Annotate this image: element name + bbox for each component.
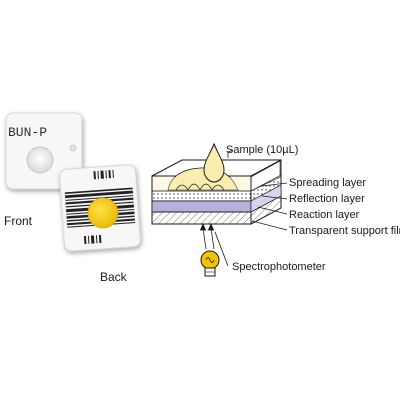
reflection-layer xyxy=(151,190,252,202)
reaction-layer xyxy=(151,200,252,213)
layer-label-support: Transparent support film xyxy=(289,225,400,237)
reagent-spot xyxy=(87,197,119,229)
layer-label-reflection: Reflection layer xyxy=(289,193,365,205)
slide-notch xyxy=(69,144,77,152)
sample-label: Sample (10µL) xyxy=(226,144,299,156)
layer-label-spreading: Spreading layer xyxy=(289,177,367,189)
slide-window xyxy=(26,146,54,174)
sample-drop-icon xyxy=(203,142,225,183)
slide-front-text: BUN-P xyxy=(8,125,47,140)
leader-lines xyxy=(214,149,288,267)
spectrophotometer-icon xyxy=(200,250,220,277)
support-film xyxy=(151,211,252,225)
layer-label-reaction: Reaction layer xyxy=(289,209,360,221)
light-path xyxy=(199,222,215,250)
detector-label: Spectrophotometer xyxy=(232,261,326,273)
front-label: Front xyxy=(4,214,33,228)
back-label: Back xyxy=(100,270,127,284)
